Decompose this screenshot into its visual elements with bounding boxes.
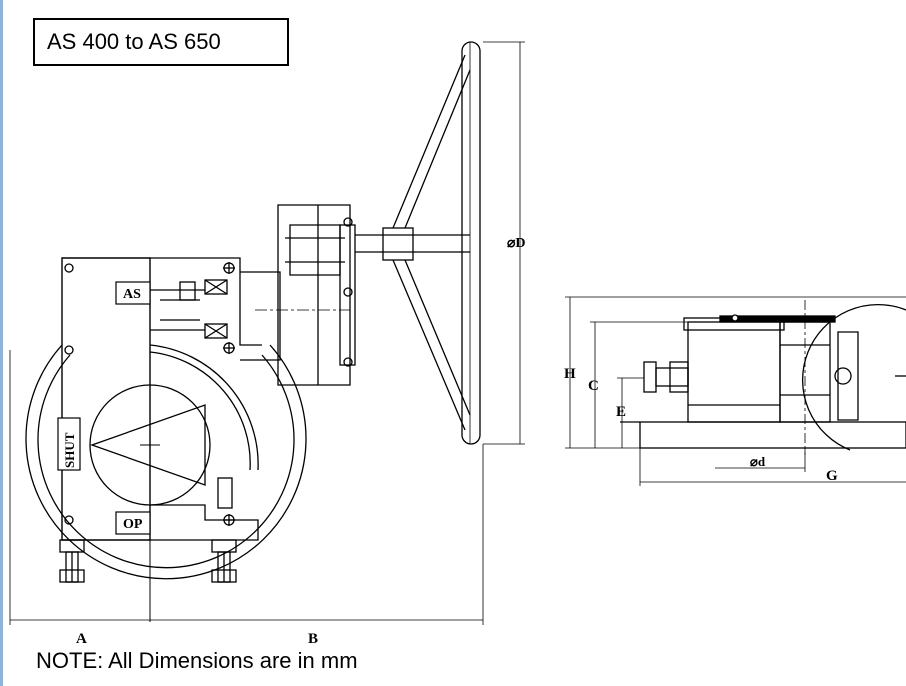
side-body — [687, 321, 781, 423]
front-view — [25, 41, 481, 622]
stop-adjust-bolt — [643, 361, 689, 393]
op-label-box — [115, 511, 151, 535]
foot-bolt-right — [211, 539, 237, 583]
as-label: AS — [123, 287, 141, 302]
bolt-mid-right — [223, 342, 235, 354]
handwheel-rim — [461, 41, 481, 445]
handwheel-spoke-top — [392, 54, 471, 229]
dim-label-G: G — [826, 468, 838, 484]
page-left-border — [0, 0, 3, 686]
worm-bearing-top — [204, 279, 228, 295]
gear-disc-arc-2 — [149, 351, 251, 471]
dimensions-note: NOTE: All Dimensions are in mm — [36, 648, 358, 673]
gearbox-body — [277, 204, 351, 386]
front-view-labels: AS SHUT OP A B ⌀D — [57, 236, 526, 647]
top-plate-bolt — [731, 314, 739, 322]
side-gearbox — [802, 303, 906, 451]
op-stop-block — [217, 477, 233, 509]
side-gearbox-bolt — [834, 367, 852, 385]
as-stop-bracket — [179, 281, 196, 301]
dim-label-E: E — [616, 404, 626, 420]
top-plate — [719, 315, 836, 323]
hole-top-left — [64, 263, 74, 273]
hole-bottom-left — [64, 515, 74, 525]
op-stop-bracket — [150, 504, 259, 541]
disc-center-cross — [140, 435, 160, 455]
bolt-top-right — [223, 262, 235, 274]
dim-label-B: B — [308, 631, 318, 647]
dim-label-H: H — [564, 366, 576, 382]
base-plate — [639, 421, 906, 449]
dim-label-D: ⌀D — [507, 236, 526, 251]
hole-mid-left — [64, 345, 74, 355]
body-outer-arc — [25, 344, 307, 580]
dim-label-A: A — [76, 631, 87, 647]
as-label-box — [115, 281, 151, 305]
worm-bearing-bottom — [204, 323, 228, 339]
body-inner-arc — [37, 354, 295, 569]
diagram-title-box: AS 400 to AS 650 — [33, 18, 289, 66]
gearbox-neck — [240, 271, 281, 361]
side-view — [620, 300, 906, 455]
worm-shaft — [150, 289, 205, 331]
side-dimensions — [565, 296, 906, 486]
shut-label: SHUT — [62, 432, 77, 468]
dim-label-C: C — [588, 378, 599, 394]
op-label: OP — [123, 517, 143, 532]
shaft-coupling — [382, 227, 414, 261]
gearbox-bolt-2 — [343, 287, 353, 297]
dim-label-d: ⌀d — [750, 454, 766, 469]
gear-disc-arc-1 — [149, 344, 259, 471]
gearbox-bolt-1 — [343, 217, 353, 227]
upper-body-right — [150, 257, 262, 346]
gearbox-bolt-3 — [343, 357, 353, 367]
side-gearbox-flange — [837, 331, 859, 421]
side-view-labels: H C E ⌀d G — [564, 366, 838, 484]
gearbox-flange — [339, 224, 356, 366]
front-dimensions — [9, 41, 525, 625]
diagram-title: AS 400 to AS 650 — [47, 29, 221, 54]
gearbox-internal — [285, 224, 345, 276]
foot-bolt-left — [59, 539, 85, 583]
position-indicator — [90, 404, 206, 486]
handwheel-spoke-bottom — [392, 259, 471, 431]
shut-label-box — [57, 417, 81, 471]
